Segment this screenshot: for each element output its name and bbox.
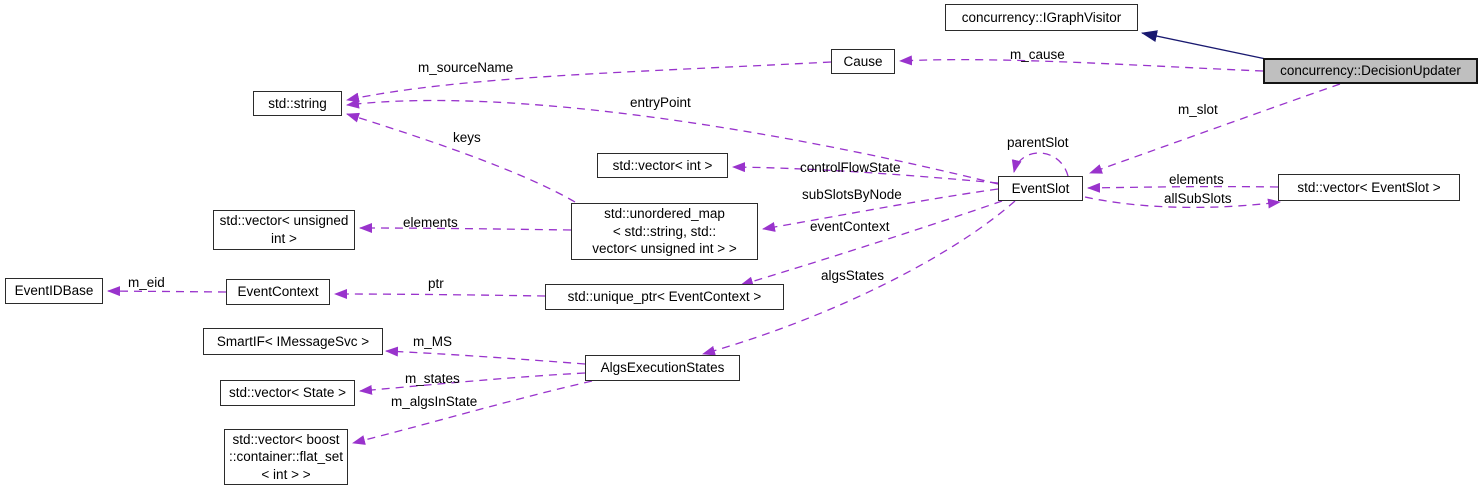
edge-label-eventcontext: eventContext [810,219,890,234]
edge-m-sourcename [346,61,832,103]
node-eventcontext[interactable]: EventContext [226,279,330,305]
edge-eventcontext [740,200,1003,287]
edge-label-m-sourcename: m_sourceName [418,60,514,75]
node-std-unordered-map[interactable]: std::unordered_map < std::string, std:: … [571,203,758,260]
edge-subslotsbynode [762,188,999,232]
edge-label-m-slot: m_slot [1178,102,1218,117]
edge-m-cause [899,55,1264,72]
edge-label-m-eid: m_eid [128,275,165,290]
edge-allsubslots [1084,196,1281,209]
edge-elements-left [359,223,572,234]
edge-label-allsubslots: allSubSlots [1164,191,1232,206]
node-std-vector-int[interactable]: std::vector< int > [597,153,728,178]
node-eventidbase[interactable]: EventIDBase [5,278,103,304]
edge-keys [346,112,576,203]
node-std-vector-state[interactable]: std::vector< State > [220,380,355,406]
node-algsexecutionstates[interactable]: AlgsExecutionStates [585,355,740,381]
edge-label-parentslot: parentSlot [1007,135,1069,150]
edge-ptr [334,289,546,300]
edge-label-ptr: ptr [428,276,444,291]
edge-label-keys: keys [453,130,481,145]
node-std-vector-unsigned-int[interactable]: std::vector< unsigned int > [213,210,355,250]
node-eventslot[interactable]: EventSlot [998,176,1083,201]
edge-label-m-ms: m_MS [413,334,453,349]
edge-label-elements-right: elements [1169,172,1224,187]
edge-label-elements-left: elements [403,215,458,230]
edge-controlflowstate [732,162,999,184]
edge-label-subslotsbynode: subSlotsByNode [802,187,902,202]
edge-m-states [359,372,586,395]
edge-label-m-algsinstate: m_algsInState [391,394,478,409]
node-concurrency-igraphvisitor[interactable]: concurrency::IGraphVisitor [945,4,1138,31]
node-smartif-imessagesvc[interactable]: SmartIF< IMessageSvc > [203,328,383,355]
edge-label-m-states: m_states [405,371,460,386]
edge-parentslot-selfloop [1011,152,1069,177]
edge-m-algsinstate [352,380,593,445]
node-std-vector-boost-flat-set[interactable]: std::vector< boost ::container::flat_set… [224,429,348,485]
edge-algsstates [702,200,1016,356]
edge-label-controlflowstate: controlFlowState [800,160,901,175]
edge-entrypoint [346,98,999,185]
node-std-unique-ptr-eventcontext[interactable]: std::unique_ptr< EventContext > [545,284,784,310]
edge-label-algsstates: algsStates [821,268,885,283]
edge-inheritance-igraphvisitor [1141,30,1267,60]
edge-m-eid [107,286,227,297]
node-cause[interactable]: Cause [831,49,895,74]
edge-m-ms [385,346,586,365]
node-concurrency-decisionupdater[interactable]: concurrency::DecisionUpdater [1263,58,1478,84]
edge-label-entrypoint: entryPoint [630,95,691,110]
node-std-string[interactable]: std::string [253,91,342,116]
node-std-vector-eventslot[interactable]: std::vector< EventSlot > [1278,174,1460,201]
edge-m-slot [1089,83,1341,174]
edge-label-m-cause: m_cause [1010,47,1065,62]
